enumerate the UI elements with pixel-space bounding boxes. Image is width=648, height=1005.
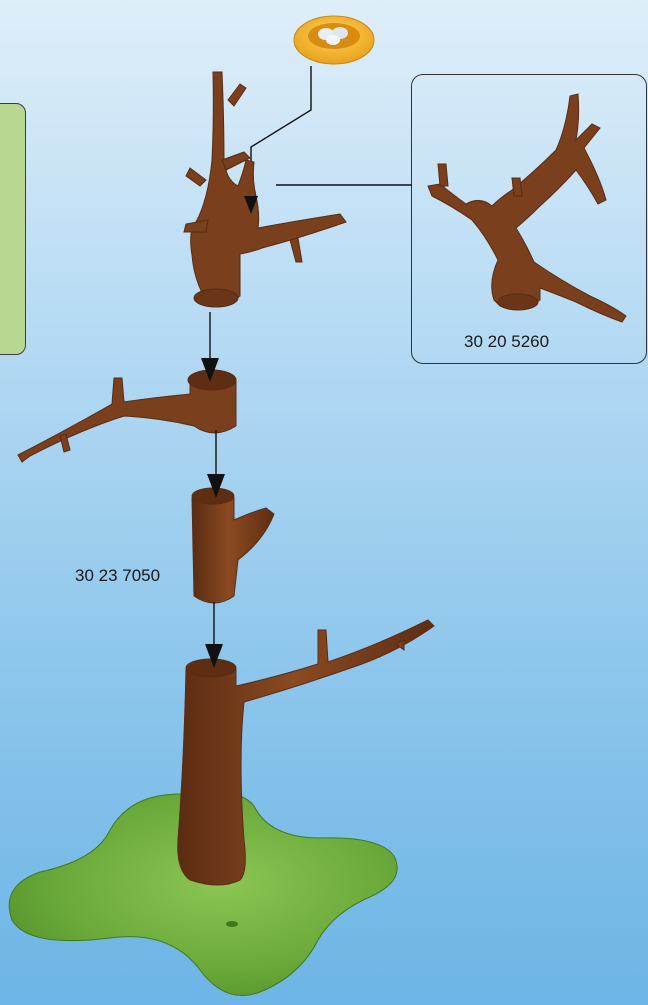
upper-branch-piece (184, 72, 346, 307)
trunk-part-number: 30 23 7050 (75, 566, 160, 586)
trunk-section-piece (192, 488, 274, 603)
middle-branch-piece (18, 370, 236, 462)
branch-part-number: 30 20 5260 (464, 332, 549, 352)
callout-branch-detail (428, 94, 626, 322)
bird-nest-icon (294, 16, 374, 64)
leader-lines (251, 66, 412, 200)
